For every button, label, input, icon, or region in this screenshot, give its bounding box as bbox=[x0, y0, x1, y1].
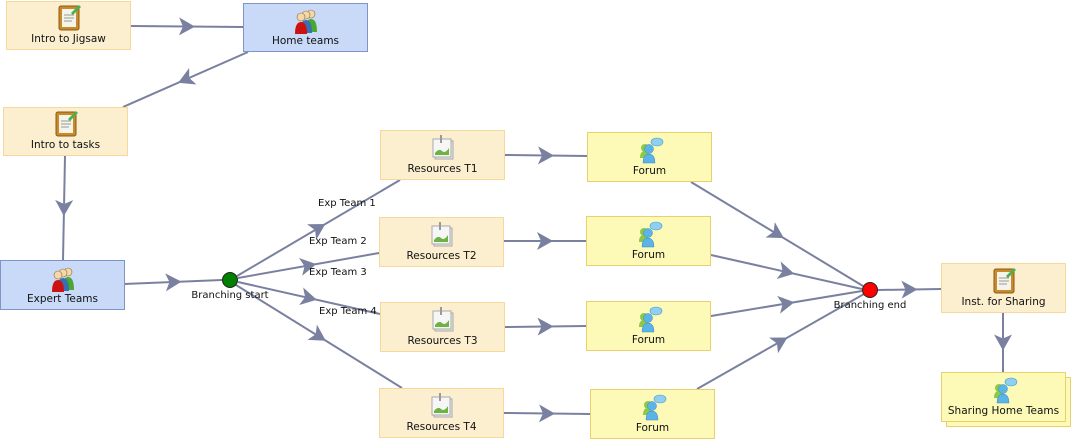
edge-res_t2-to-forum2[interactable] bbox=[504, 232, 586, 250]
arrowhead-icon bbox=[994, 334, 1012, 351]
resource-icon bbox=[432, 306, 453, 332]
notebook-icon bbox=[993, 267, 1016, 294]
edge-res_t3-to-forum3[interactable] bbox=[504, 317, 587, 336]
forum-icon bbox=[642, 394, 666, 421]
branching-end-gate[interactable] bbox=[862, 282, 878, 298]
branching-start-gate[interactable] bbox=[222, 272, 238, 288]
arrowhead-icon bbox=[776, 261, 795, 280]
group-icon bbox=[51, 267, 74, 292]
node-label: Forum bbox=[635, 422, 670, 434]
edge-branch_start-to-res_t2[interactable] bbox=[237, 252, 380, 279]
arrowhead-icon bbox=[307, 324, 326, 341]
node-label: Expert Teams bbox=[27, 293, 98, 305]
forum-icon bbox=[638, 306, 662, 333]
edge-forum2-to-branch_end[interactable] bbox=[710, 254, 863, 290]
edge-inst_sharing-to-sharing_home[interactable] bbox=[994, 313, 1012, 372]
group-expert-teams[interactable]: Expert Teams bbox=[0, 260, 125, 310]
arrowhead-icon bbox=[537, 232, 553, 250]
branching-end-label: Branching end bbox=[833, 300, 907, 311]
resource-icon bbox=[431, 392, 452, 418]
forum-3[interactable]: Forum bbox=[586, 301, 711, 351]
activity-intro-to-tasks[interactable]: Intro to tasks bbox=[3, 107, 128, 156]
group-home-teams[interactable]: Home teams bbox=[243, 3, 368, 52]
node-label: Forum bbox=[631, 334, 666, 346]
activity-resources-t4[interactable]: Resources T4 bbox=[379, 388, 504, 438]
edge-label-exp-team-2: Exp Team 2 bbox=[309, 236, 367, 247]
group-icon bbox=[294, 9, 317, 34]
edge-forum1-to-branch_end[interactable] bbox=[690, 181, 864, 287]
arrowhead-icon bbox=[537, 317, 554, 336]
arrowhead-icon bbox=[178, 68, 197, 85]
edge-forum4-to-branch_end[interactable] bbox=[696, 293, 865, 390]
node-label: Forum bbox=[632, 165, 667, 177]
forum-4[interactable]: Forum bbox=[590, 389, 715, 439]
activity-inst-for-sharing[interactable]: Inst. for Sharing bbox=[941, 263, 1066, 313]
node-label: Home teams bbox=[271, 35, 340, 47]
forum-icon bbox=[993, 377, 1017, 404]
edge-intro_jigsaw-to-home_teams[interactable] bbox=[130, 17, 244, 36]
arrowhead-icon bbox=[777, 295, 795, 314]
arrowhead-icon bbox=[299, 287, 317, 306]
edge-home_teams-to-intro_tasks[interactable] bbox=[122, 51, 249, 108]
edge-res_t4-to-forum4[interactable] bbox=[503, 404, 591, 423]
arrowhead-icon bbox=[307, 223, 326, 240]
resource-icon bbox=[431, 221, 452, 247]
activity-intro-to-jigsaw[interactable]: Intro to Jigsaw bbox=[6, 1, 131, 50]
arrowhead-icon bbox=[299, 258, 317, 276]
node-label: Inst. for Sharing bbox=[961, 296, 1046, 308]
node-label: Intro to tasks bbox=[30, 139, 101, 151]
edge-label-exp-team-1: Exp Team 1 bbox=[318, 198, 376, 209]
notebook-icon bbox=[55, 110, 78, 137]
arrowhead-icon bbox=[537, 146, 554, 165]
branching-start-label: Branching start bbox=[191, 290, 269, 301]
edge-forum3-to-branch_end[interactable] bbox=[710, 290, 863, 317]
edge-intro_tasks-to-expert_teams[interactable] bbox=[55, 155, 74, 261]
arrowhead-icon bbox=[538, 404, 555, 423]
forum-icon bbox=[638, 221, 662, 248]
arrowhead-icon bbox=[901, 280, 918, 299]
arrowhead-icon bbox=[178, 17, 195, 36]
node-label: Resources T1 bbox=[407, 163, 478, 175]
activity-resources-t1[interactable]: Resources T1 bbox=[380, 130, 505, 180]
edge-branch_end-to-inst_sharing[interactable] bbox=[877, 280, 942, 299]
node-label: Forum bbox=[631, 249, 666, 261]
edge-branch_start-to-res_t3[interactable] bbox=[237, 281, 381, 315]
node-label: Resources T2 bbox=[406, 250, 477, 262]
forum-sharing-home-teams[interactable]: Sharing Home Teams bbox=[941, 372, 1066, 422]
edge-expert_teams-to-branch_start[interactable] bbox=[124, 273, 223, 292]
resource-icon bbox=[432, 134, 453, 160]
forum-1[interactable]: Forum bbox=[587, 132, 712, 182]
edge-branch_start-to-res_t1[interactable] bbox=[236, 179, 401, 277]
arrowhead-icon bbox=[769, 337, 788, 354]
node-label: Sharing Home Teams bbox=[947, 405, 1060, 417]
node-label: Intro to Jigsaw bbox=[31, 33, 106, 45]
edge-branch_start-to-res_t4[interactable] bbox=[235, 284, 403, 389]
forum-2[interactable]: Forum bbox=[586, 216, 711, 266]
node-label: Resources T4 bbox=[406, 421, 477, 433]
node-label: Resources T3 bbox=[407, 335, 478, 347]
forum-icon bbox=[639, 137, 663, 164]
activity-resources-t3[interactable]: Resources T3 bbox=[380, 302, 505, 352]
activity-resources-t2[interactable]: Resources T2 bbox=[379, 217, 504, 267]
edge-label-exp-team-4: Exp Team 4 bbox=[319, 306, 377, 317]
arrowhead-icon bbox=[55, 199, 74, 216]
edge-label-exp-team-3: Exp Team 3 bbox=[309, 267, 367, 278]
arrowhead-icon bbox=[165, 273, 182, 292]
notebook-icon bbox=[58, 4, 81, 31]
edge-res_t1-to-forum1[interactable] bbox=[504, 146, 588, 165]
arrowhead-icon bbox=[765, 222, 784, 239]
